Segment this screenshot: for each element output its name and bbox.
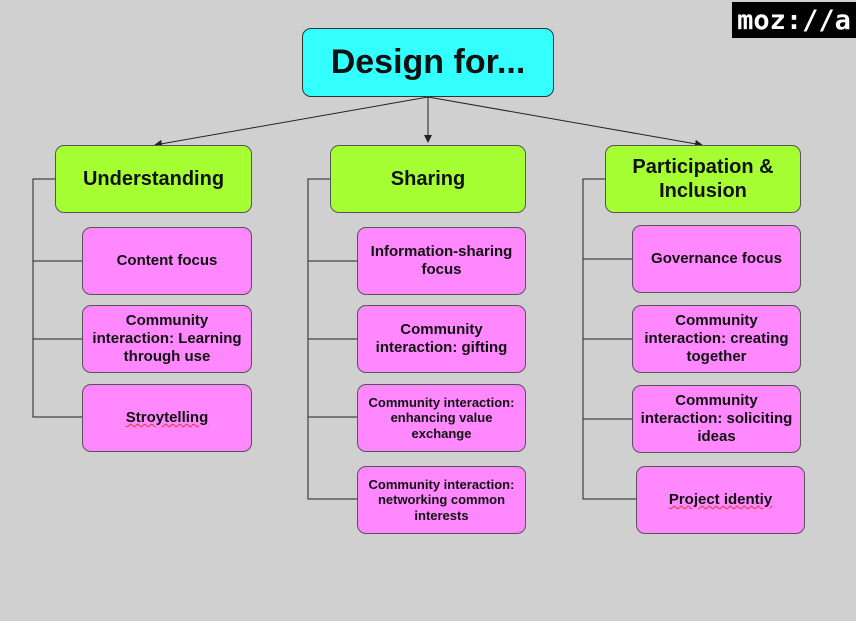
leaf-gifting: Community interaction: gifting — [357, 305, 526, 373]
leaf-networking-common-interests: Community interaction: networking common… — [357, 466, 526, 534]
category-sharing: Sharing — [330, 145, 526, 213]
leaf-content-focus: Content focus — [82, 227, 252, 295]
leaf-storytelling-text: Stroytelling — [125, 409, 209, 426]
arrow-to-understanding — [154, 96, 429, 148]
leaf-storytelling: Stroytelling — [82, 384, 252, 452]
leaf-creating-together: Community interaction: creating together — [632, 305, 801, 373]
tree-line-understanding — [32, 178, 82, 418]
category-participation-inclusion: Participation & Inclusion — [605, 145, 801, 213]
arrow-to-participation — [427, 96, 703, 148]
leaf-governance-focus: Governance focus — [632, 225, 801, 293]
category-understanding: Understanding — [55, 145, 252, 213]
leaf-project-identity-text: Project identiy — [668, 491, 773, 508]
leaf-project-identity: Project identiy — [636, 466, 805, 534]
root-node: Design for... — [302, 28, 554, 97]
leaf-enhancing-value-exchange: Community interaction: enhancing value e… — [357, 384, 526, 452]
mozilla-logo: moz://a — [732, 2, 856, 38]
leaf-information-sharing-focus: Information-sharing focus — [357, 227, 526, 295]
leaf-learning-through-use: Community interaction: Learning through … — [82, 305, 252, 373]
leaf-soliciting-ideas: Community interaction: soliciting ideas — [632, 385, 801, 453]
